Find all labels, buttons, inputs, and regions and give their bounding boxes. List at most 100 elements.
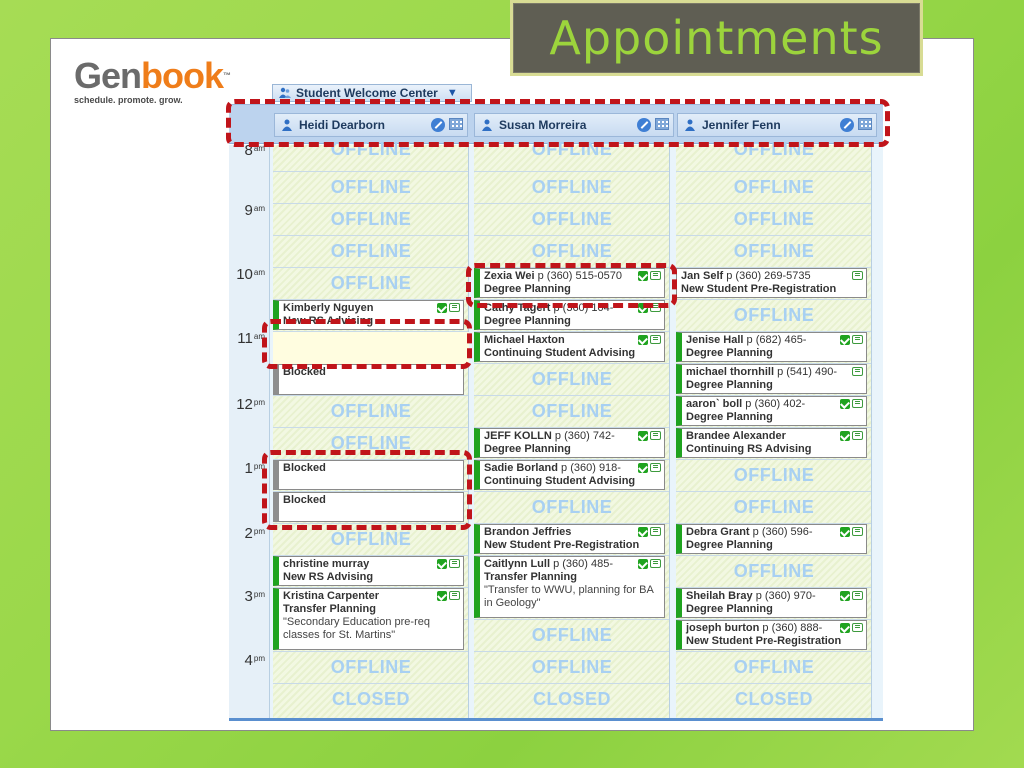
offline-slot: OFFLINE <box>330 208 412 229</box>
comment-icon[interactable] <box>449 591 460 600</box>
staff-name: Heidi Dearborn <box>299 118 386 132</box>
checkmark-icon <box>638 527 648 537</box>
appointment-jeff[interactable]: JEFF KOLLN p (360) 742- Degree Planning <box>474 428 665 458</box>
schedule-column-heidi: OFFLINE OFFLINE OFFLINE OFFLINE OFFLINE … <box>273 139 469 720</box>
comment-icon[interactable] <box>650 527 661 536</box>
comment-icon[interactable] <box>852 367 863 376</box>
comment-icon[interactable] <box>650 431 661 440</box>
staff-header-jennifer[interactable]: Jennifer Fenn <box>677 113 877 137</box>
checkmark-icon <box>437 591 447 601</box>
comment-icon[interactable] <box>852 271 863 280</box>
offline-slot: OFFLINE <box>531 208 613 229</box>
offline-slot: OFFLINE <box>733 208 815 229</box>
blocked-slot[interactable]: Blocked <box>273 492 464 522</box>
checkmark-icon <box>638 271 648 281</box>
appointment-michael-haxton[interactable]: Michael Haxton Continuing Student Advisi… <box>474 332 665 362</box>
comment-icon[interactable] <box>852 591 863 600</box>
comment-icon[interactable] <box>449 559 460 568</box>
checkmark-icon <box>840 399 850 409</box>
genbook-logo: Genbook™ schedule. promote. grow. <box>74 58 234 108</box>
slide-title: Appointments <box>513 3 920 73</box>
time-label-4pm: 4pm <box>244 652 265 669</box>
checkmark-icon <box>638 303 648 313</box>
offline-slot: OFFLINE <box>330 240 412 261</box>
offline-slot: OFFLINE <box>733 304 815 325</box>
edit-icon[interactable] <box>637 118 651 132</box>
comment-icon[interactable] <box>852 399 863 408</box>
calendar-grid-icon[interactable] <box>449 118 463 130</box>
appointment-caitlynn[interactable]: Caitlynn Lull p (360) 485- Transfer Plan… <box>474 556 665 618</box>
comment-icon[interactable] <box>650 335 661 344</box>
appointment-sheilah[interactable]: Sheilah Bray p (360) 970- Degree Plannin… <box>676 588 867 618</box>
offline-slot: OFFLINE <box>330 400 412 421</box>
checkmark-icon <box>840 431 850 441</box>
comment-icon[interactable] <box>852 527 863 536</box>
calendar-grid-icon[interactable] <box>858 118 872 130</box>
time-label-10am: 10am <box>236 266 265 283</box>
appointment-michael-thornhill[interactable]: michael thornhill p (541) 490- Degree Pl… <box>676 364 867 394</box>
chevron-down-icon: ▼ <box>446 87 458 99</box>
offline-slot: OFFLINE <box>531 176 613 197</box>
offline-slot: OFFLINE <box>330 656 412 677</box>
appointment-zexia[interactable]: Zexia Wei p (360) 515-0570 Degree Planni… <box>474 268 665 298</box>
offline-slot: OFFLINE <box>531 400 613 421</box>
comment-icon[interactable] <box>650 559 661 568</box>
available-slot[interactable] <box>273 332 469 364</box>
offline-slot: OFFLINE <box>733 560 815 581</box>
checkmark-icon <box>638 559 648 569</box>
time-label-12pm: 12pm <box>236 396 265 413</box>
comment-icon[interactable] <box>852 431 863 440</box>
logo-tm: ™ <box>223 71 231 80</box>
checkmark-icon <box>437 303 447 313</box>
checkmark-icon <box>638 335 648 345</box>
logo-tagline: schedule. promote. grow. <box>74 95 183 105</box>
calendar-grid-icon[interactable] <box>655 118 669 130</box>
appointment-jan[interactable]: Jan Self p (360) 269-5735 New Student Pr… <box>676 268 867 298</box>
appointment-christine[interactable]: christine murray New RS Advising <box>273 556 464 586</box>
schedule-column-jennifer: OFFLINE OFFLINE OFFLINE OFFLINE Jan Self… <box>676 139 872 720</box>
person-icon <box>482 119 492 131</box>
comment-icon[interactable] <box>650 271 661 280</box>
slide-title-box: Appointments <box>510 0 923 76</box>
comment-icon[interactable] <box>650 463 661 472</box>
blocked-slot[interactable]: Blocked <box>273 364 464 395</box>
offline-slot: OFFLINE <box>330 176 412 197</box>
appointment-kristina[interactable]: Kristina Carpenter Transfer Planning "Se… <box>273 588 464 650</box>
checkmark-icon <box>437 559 447 569</box>
staff-header-heidi[interactable]: Heidi Dearborn <box>274 113 468 137</box>
offline-slot: OFFLINE <box>733 464 815 485</box>
closed-slot: CLOSED <box>734 688 813 709</box>
edit-icon[interactable] <box>431 118 445 132</box>
comment-icon[interactable] <box>852 623 863 632</box>
highlight-appointment <box>466 263 677 308</box>
offline-slot: OFFLINE <box>330 528 412 549</box>
offline-slot: OFFLINE <box>733 656 815 677</box>
comment-icon[interactable] <box>852 335 863 344</box>
appointment-joseph[interactable]: joseph burton p (360) 888- New Student P… <box>676 620 867 650</box>
staff-name: Susan Morreira <box>499 118 587 132</box>
appointment-brandon[interactable]: Brandon Jeffries New Student Pre-Registr… <box>474 524 665 554</box>
staff-header-susan[interactable]: Susan Morreira <box>474 113 674 137</box>
closed-slot: CLOSED <box>532 688 611 709</box>
calendar-bottom-border <box>229 718 883 721</box>
appointment-sadie[interactable]: Sadie Borland p (360) 918- Continuing St… <box>474 460 665 490</box>
offline-slot: OFFLINE <box>531 656 613 677</box>
appointment-debra[interactable]: Debra Grant p (360) 596- Degree Planning <box>676 524 867 554</box>
checkmark-icon <box>840 335 850 345</box>
edit-icon[interactable] <box>840 118 854 132</box>
logo-book: book <box>141 55 224 96</box>
logo-gen: Gen <box>74 55 142 96</box>
appointment-kimberly[interactable]: Kimberly Nguyen New RS Advising <box>273 300 464 330</box>
offline-slot: OFFLINE <box>733 496 815 517</box>
closed-slot: CLOSED <box>331 688 410 709</box>
appointment-jenise[interactable]: Jenise Hall p (682) 465- Degree Planning <box>676 332 867 362</box>
offline-slot: OFFLINE <box>330 272 412 293</box>
schedule-grid: 8am 9am 10am 11am 12pm 1pm 2pm 3pm 4pm O… <box>229 139 883 720</box>
appointment-aaron[interactable]: aaron` boll p (360) 402- Degree Planning <box>676 396 867 426</box>
comment-icon[interactable] <box>449 303 460 312</box>
time-label-2pm: 2pm <box>244 525 265 542</box>
appointment-brandee[interactable]: Brandee Alexander Continuing RS Advising <box>676 428 867 458</box>
location-selector[interactable]: Student Welcome Center ▼ <box>272 84 472 102</box>
time-label-3pm: 3pm <box>244 588 265 605</box>
blocked-slot[interactable]: Blocked <box>273 460 464 490</box>
